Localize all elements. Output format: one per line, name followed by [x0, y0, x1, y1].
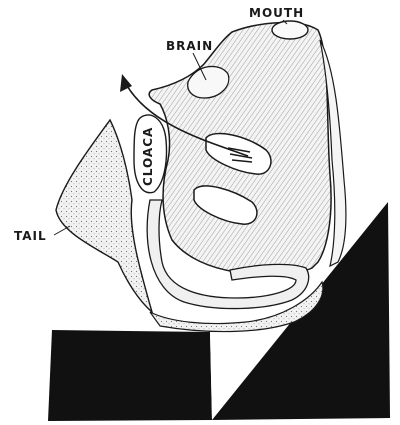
label-mouth: MOUTH [249, 6, 304, 20]
label-cloaca: CLOACA [141, 127, 155, 186]
mouth-opening [272, 21, 308, 39]
label-tail: TAIL [14, 229, 47, 243]
support-block-left [48, 330, 212, 421]
tail-leader [54, 226, 70, 235]
label-brain: BRAIN [166, 39, 213, 53]
